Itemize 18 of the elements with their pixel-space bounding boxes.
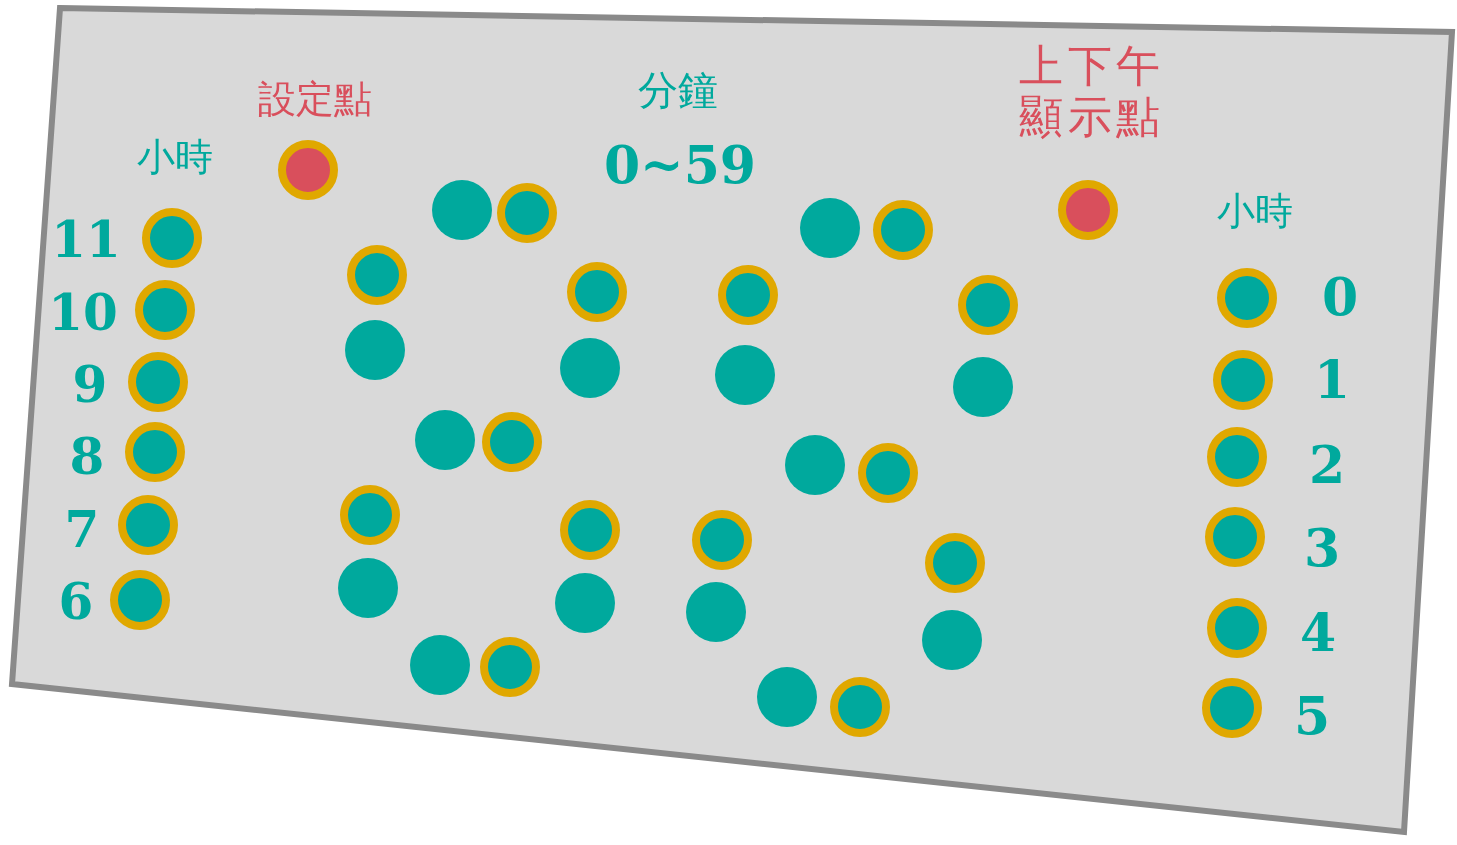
hour-number: 2 [1308,435,1346,495]
hour-number: 6 [58,573,94,631]
hour-number: 4 [1299,603,1337,663]
hour-label: 小時 [1217,190,1293,234]
hour-number: 5 [1293,686,1331,746]
hour-number: 3 [1303,518,1341,578]
hour-number: 7 [64,501,100,559]
am-pm-indicator-label: 上下午顯示點 [1019,41,1165,143]
hour-label: 小時 [137,136,213,180]
hour-number: 11 [51,211,121,269]
minute-label: 分鐘 [638,67,718,113]
hour-number: 10 [48,284,118,342]
hour-number: 9 [72,356,108,414]
minute-range-label: 0~59 [603,135,757,195]
hour-number: 0 [1321,267,1359,327]
hour-number: 8 [69,428,105,486]
hour-number: 1 [1313,350,1351,410]
setpoint-label: 設定點 [258,78,372,122]
